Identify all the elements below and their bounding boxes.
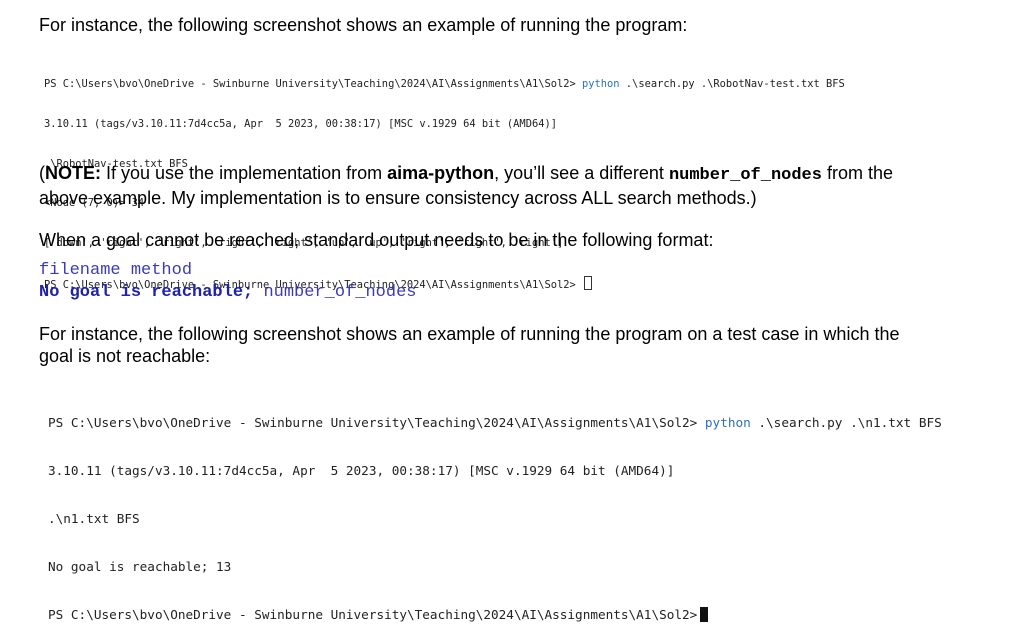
python-keyword: python xyxy=(704,415,751,430)
note-text-2: , you’ll see a different xyxy=(494,163,669,183)
note-text-3: from the xyxy=(821,163,893,183)
note-paragraph: (NOTE: If you use the implementation fro… xyxy=(39,162,893,209)
terminal-output-line: .\n1.txt BFS xyxy=(48,511,140,526)
goal-unreachable-paragraph: When a goal cannot be reached, standard … xyxy=(39,230,714,250)
terminal-output-line: ['down', 'right', 'right', 'right', 'rig… xyxy=(44,236,564,249)
number-of-nodes-code: number_of_nodes xyxy=(668,166,822,185)
cursor-icon xyxy=(700,607,709,622)
format-line-1: filename method xyxy=(39,261,193,280)
terminal-command-line: PS C:\Users\bvo\OneDrive - Swinburne Uni… xyxy=(44,78,845,91)
note-line-2: above example. My implementation is to e… xyxy=(39,188,757,208)
format-nodes-text: number_of_nodes xyxy=(253,283,417,302)
python-keyword: python xyxy=(582,78,620,91)
cursor-icon xyxy=(584,276,592,291)
note-open-paren: ( xyxy=(39,163,45,183)
unreachable-example-paragraph: For instance, the following screenshot s… xyxy=(39,323,899,367)
unreachable-line-2: goal is not reachable: xyxy=(39,346,211,366)
intro-paragraph: For instance, the following screenshot s… xyxy=(39,15,688,35)
format-line-2: No goal is reachable; number_of_nodes xyxy=(39,282,416,304)
terminal-screenshot-1: PS C:\Users\bvo\OneDrive - Swinburne Uni… xyxy=(44,52,845,306)
command-args: .\search.py .\n1.txt BFS xyxy=(750,415,942,430)
terminal-output-line: 3.10.11 (tags/v3.10.11:7d4cc5a, Apr 5 20… xyxy=(44,118,557,131)
terminal-final-prompt-line: PS C:\Users\bvo\OneDrive - Swinburne Uni… xyxy=(44,276,845,292)
terminal-output-line: .\RobotNav-test.txt BFS xyxy=(44,157,188,170)
terminal-prompt: PS C:\Users\bvo\OneDrive - Swinburne Uni… xyxy=(48,415,705,430)
terminal-final-prompt-line: PS C:\Users\bvo\OneDrive - Swinburne Uni… xyxy=(48,607,942,623)
terminal-prompt: PS C:\Users\bvo\OneDrive - Swinburne Uni… xyxy=(48,607,698,622)
terminal-screenshot-2: PS C:\Users\bvo\OneDrive - Swinburne Uni… xyxy=(48,383,942,639)
note-label: NOTE: xyxy=(45,163,101,183)
terminal-command-line: PS C:\Users\bvo\OneDrive - Swinburne Uni… xyxy=(48,415,942,431)
aima-python-label: aima-python xyxy=(387,163,495,183)
terminal-output-line: 3.10.11 (tags/v3.10.11:7d4cc5a, Apr 5 20… xyxy=(48,463,675,478)
unreachable-line-1: For instance, the following screenshot s… xyxy=(39,324,900,344)
command-args: .\search.py .\RobotNav-test.txt BFS xyxy=(619,78,845,91)
terminal-prompt: PS C:\Users\bvo\OneDrive - Swinburne Uni… xyxy=(44,78,582,91)
terminal-output-line: No goal is reachable; 13 xyxy=(48,559,232,574)
note-text-1: If you use the implementation from xyxy=(101,163,388,183)
terminal-prompt: PS C:\Users\bvo\OneDrive - Swinburne Uni… xyxy=(44,279,582,292)
terminal-output-line: <Node (7, 0)> 34 xyxy=(44,197,145,210)
format-bold-text: No goal is reachable; xyxy=(39,283,254,302)
output-format-block: filename method No goal is reachable; nu… xyxy=(39,260,416,304)
